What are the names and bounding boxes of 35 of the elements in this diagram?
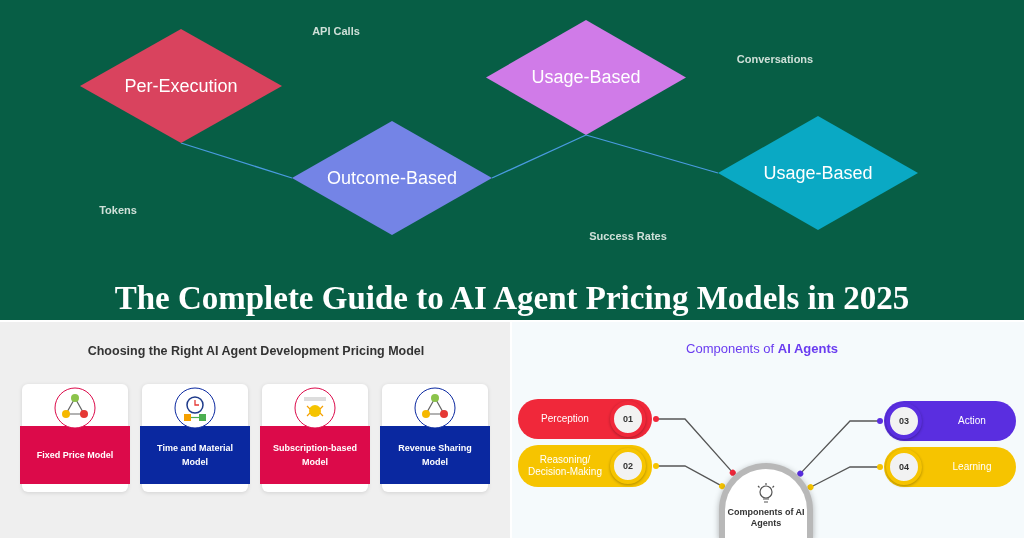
pricing-diamond: Usage-Based	[718, 116, 918, 230]
hub-label: Components of AI Agents	[726, 507, 806, 529]
component-pill	[518, 445, 652, 487]
component-pill	[884, 401, 1016, 441]
component-label: Reasoning/ Decision-Making	[527, 453, 603, 479]
pricing-diamond: Usage-Based	[486, 20, 686, 135]
title: The Complete Guide to AI Agent Pricing Models in 2025	[114, 280, 910, 317]
model-label: Subscription-based Model	[260, 426, 370, 484]
model-label: Fixed Price Model	[20, 426, 130, 484]
pricing-diamond: Per-Execution	[80, 29, 282, 143]
metric-label: Conversations	[736, 53, 814, 65]
section-heading: Components of AI Agents	[686, 341, 838, 356]
model-card	[382, 384, 488, 492]
pricing-diamond: Outcome-Based	[292, 121, 492, 235]
component-pill	[884, 447, 1016, 487]
section-heading: Choosing the Right AI Agent Development Pricing Model	[87, 344, 425, 358]
model-card	[22, 384, 128, 492]
component-label: Action	[957, 414, 987, 428]
component-label: Perception	[540, 412, 590, 426]
connector-line	[491, 134, 587, 179]
model-card	[262, 384, 368, 492]
connector-line	[180, 142, 293, 179]
model-label: Revenue Sharing Model	[380, 426, 490, 484]
component-pill	[518, 399, 652, 439]
connector-line	[653, 416, 736, 476]
metric-label: Tokens	[99, 204, 137, 216]
connector-line	[585, 134, 719, 174]
component-label: Learning	[951, 460, 993, 474]
connector-line	[797, 418, 883, 477]
model-card	[142, 384, 248, 492]
connector-line	[807, 464, 883, 491]
metric-label: API Calls	[312, 25, 360, 37]
model-label: Time and Material Model	[140, 426, 250, 484]
connector-line	[653, 463, 726, 490]
metric-label: Success Rates	[589, 230, 667, 242]
